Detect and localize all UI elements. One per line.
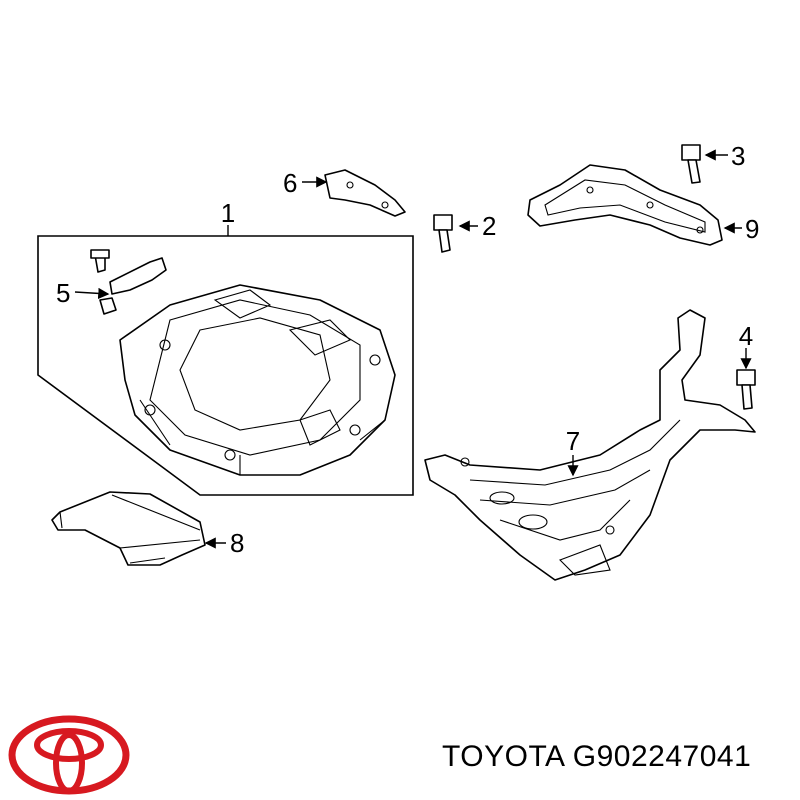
- assembly-frame: [37, 225, 414, 496]
- part-reference: TOYOTA G902247041: [442, 740, 751, 774]
- bolt-4[interactable]: [736, 369, 756, 410]
- callout-7: 7: [566, 426, 580, 456]
- bolt-3[interactable]: [681, 144, 701, 184]
- cover-8[interactable]: [51, 491, 206, 566]
- callout-5: 5: [56, 278, 70, 308]
- callout-2: 2: [482, 211, 496, 241]
- inverter-assembly[interactable]: [119, 284, 396, 476]
- callout-3: 3: [731, 141, 745, 171]
- bracket-5[interactable]: [90, 249, 167, 315]
- callout-1: 1: [221, 198, 235, 228]
- leader-lines: [74, 149, 752, 549]
- callout-8: 8: [230, 528, 244, 558]
- callout-4: 4: [739, 321, 753, 351]
- callout-9: 9: [745, 214, 759, 244]
- brand-name: TOYOTA: [442, 740, 564, 773]
- toyota-logo-icon: [8, 715, 130, 795]
- callout-6: 6: [283, 168, 297, 198]
- bracket-6[interactable]: [324, 169, 406, 217]
- bracket-9[interactable]: [527, 164, 723, 246]
- part-number: G902247041: [572, 740, 752, 773]
- support-member-7[interactable]: [424, 309, 756, 581]
- bolt-2[interactable]: [433, 214, 453, 253]
